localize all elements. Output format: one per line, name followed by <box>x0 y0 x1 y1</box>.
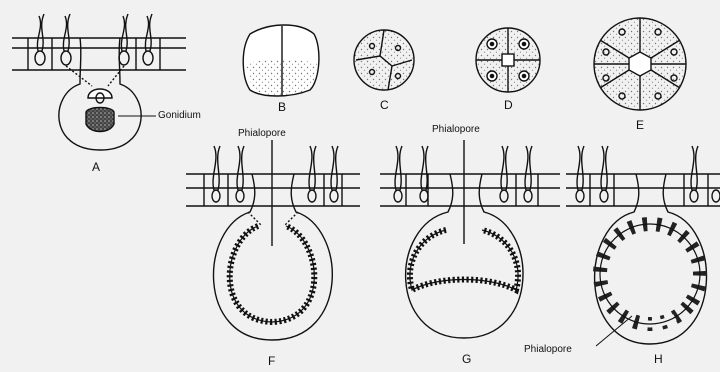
panel-label-f: F <box>268 354 275 368</box>
panel-a <box>12 14 186 150</box>
panel-c <box>354 30 414 90</box>
panel-g <box>380 140 560 338</box>
phialopore-callout-g: Phialopore <box>432 124 480 135</box>
panel-label-a: A <box>92 160 100 174</box>
panel-b <box>243 25 319 96</box>
phialopore-callout-h: Phialopore <box>524 344 572 355</box>
panel-h <box>566 146 720 346</box>
panel-f <box>186 140 360 340</box>
panel-d <box>476 28 540 92</box>
panel-label-e: E <box>636 118 644 132</box>
phialopore-callout-f: Phialopore <box>238 128 286 139</box>
panel-e <box>594 18 686 110</box>
panel-label-d: D <box>504 98 513 112</box>
panel-label-c: C <box>380 98 389 112</box>
panel-label-b: B <box>278 100 286 114</box>
panel-label-h: H <box>654 352 663 366</box>
panel-label-g: G <box>462 352 471 366</box>
gonidium-callout: Gonidium <box>158 110 201 121</box>
